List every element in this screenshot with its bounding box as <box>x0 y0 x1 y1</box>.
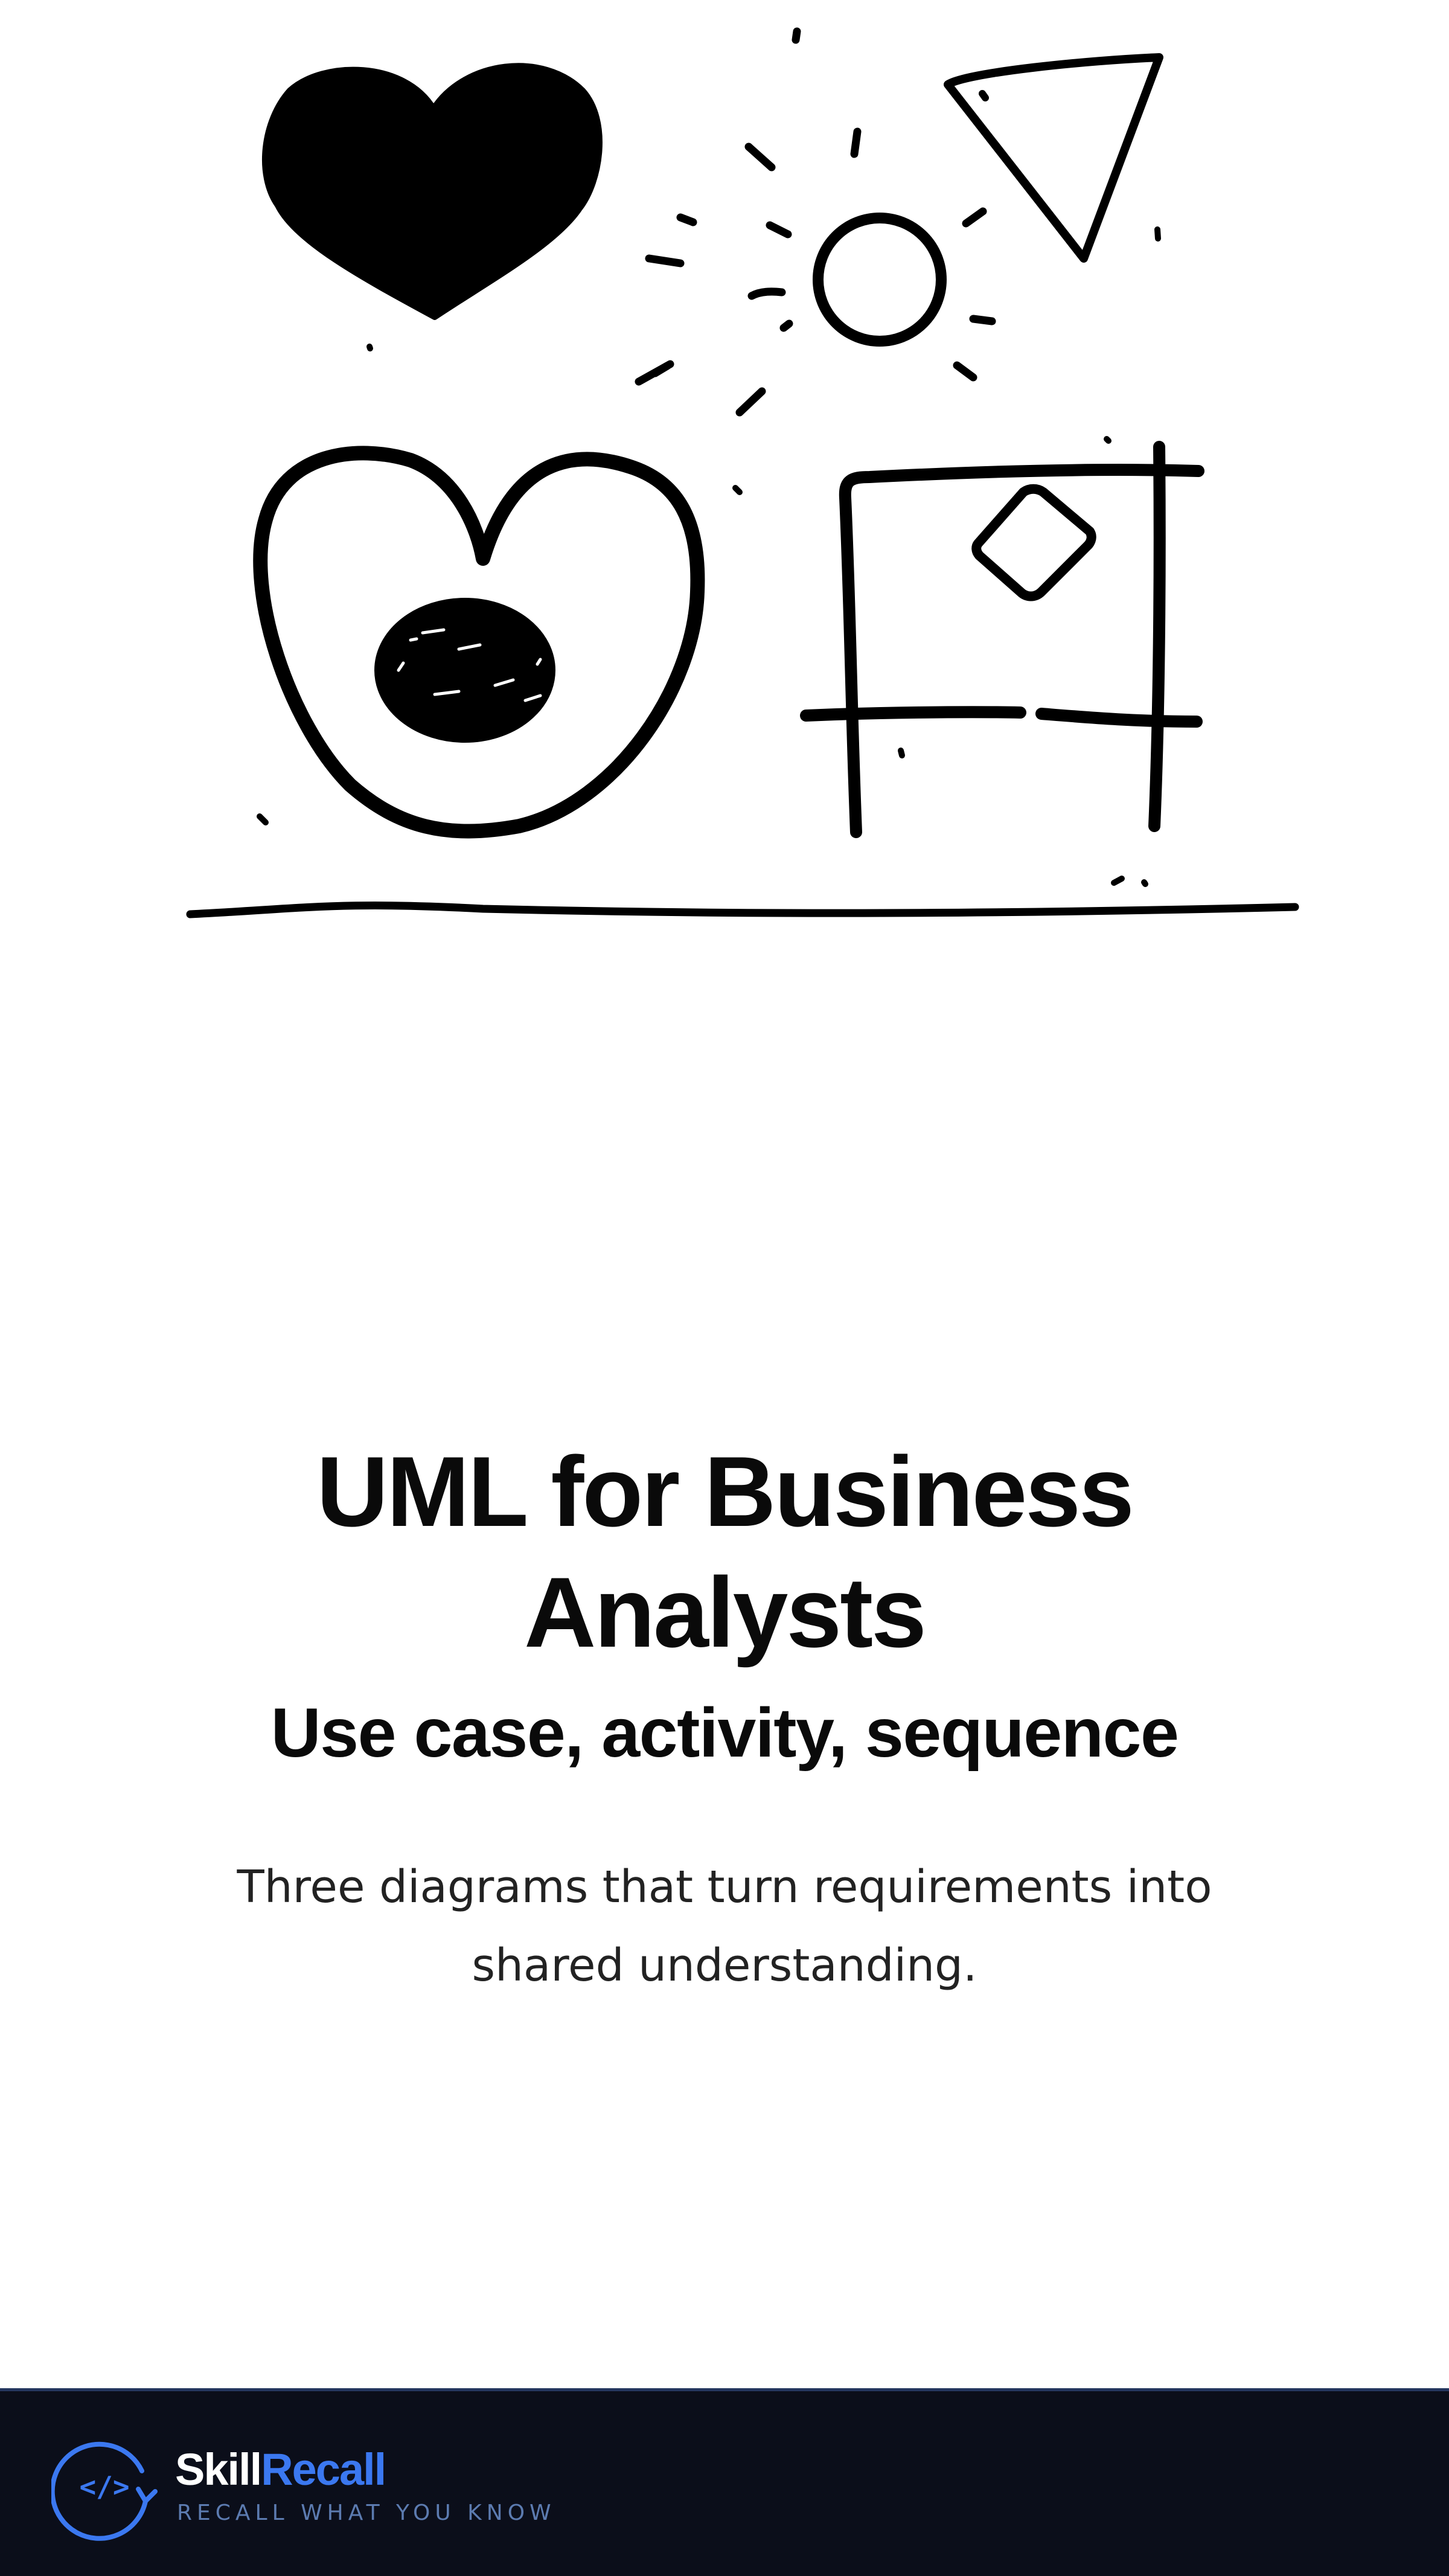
page-description: Three diagrams that turn requirements in… <box>237 1861 1212 1991</box>
footer-bar: </> SkillRecall RECALL WHAT YOU KNOW <box>0 2388 1449 2576</box>
hero-illustration <box>186 27 1299 918</box>
code-bracket-icon: </> <box>51 2441 158 2541</box>
window-icon <box>732 436 1204 838</box>
sun-icon <box>635 27 996 417</box>
logo-glyph: </> <box>79 2470 129 2503</box>
heart-outline-icon <box>253 446 705 839</box>
triangle-icon <box>944 53 1163 263</box>
brand-name: SkillRecall <box>175 2444 386 2494</box>
heart-icon <box>261 63 603 320</box>
brand-name-primary: Skill <box>175 2444 262 2494</box>
page-subtitle: Use case, activity, sequence <box>270 1694 1179 1772</box>
hero-text: UML for Business Analysts Use case, acti… <box>121 1431 1328 2005</box>
brand-tagline: RECALL WHAT YOU KNOW <box>177 2501 556 2525</box>
brand-name-accent: Recall <box>261 2444 386 2494</box>
ground-line <box>186 902 1299 918</box>
brand-logo[interactable]: </> SkillRecall RECALL WHAT YOU KNOW <box>51 2433 595 2542</box>
page-title: UML for Business Analysts <box>316 1436 1134 1668</box>
ground-dots <box>366 344 1148 887</box>
